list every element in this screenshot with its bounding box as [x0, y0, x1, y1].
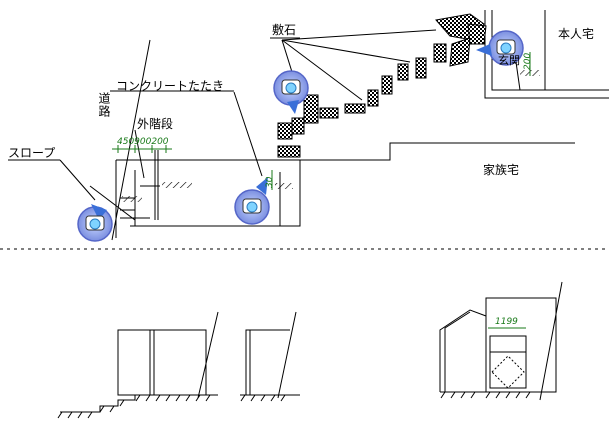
step-height-dimension: 30	[265, 176, 275, 188]
family-house-wall	[116, 142, 575, 161]
elevation-wall	[117, 329, 207, 396]
ground-ticks	[57, 391, 531, 419]
paving-stone	[277, 122, 293, 140]
paving-stone	[433, 43, 447, 63]
leader-line	[281, 39, 293, 73]
stairs-dimension: 450900200	[117, 137, 169, 147]
camera-icon	[234, 177, 270, 225]
elevation-roof	[439, 309, 487, 392]
hatch-bar	[162, 182, 192, 188]
road-label: 道路	[97, 92, 111, 118]
hatch-bar	[275, 183, 293, 189]
road-edge-line	[111, 39, 151, 241]
entrance-door	[489, 335, 527, 389]
dimension-lines	[112, 52, 531, 190]
main-house-wall-inner	[491, 10, 609, 91]
entrance-step-dimension: 200	[523, 52, 533, 70]
leader-line	[281, 39, 411, 63]
break-line	[197, 311, 219, 399]
camera-icon	[476, 30, 524, 66]
outer-stairs-label: 外階段	[137, 117, 174, 131]
leader-line	[59, 159, 96, 201]
leader-line	[233, 91, 263, 177]
leader-line	[281, 39, 363, 101]
elevation-width-dimension: 1199	[495, 317, 518, 327]
paving-stone	[277, 145, 301, 158]
paving-stone	[291, 117, 305, 135]
paving-stones	[277, 13, 487, 158]
paving-stone	[344, 103, 366, 114]
leader-line	[134, 129, 145, 179]
camera-icon	[273, 70, 309, 114]
paving-stone	[303, 94, 319, 124]
concrete-label: コンクリートたたき	[116, 79, 225, 93]
paving-stone	[415, 57, 427, 79]
paving-stones-label: 敷石	[272, 23, 297, 37]
break-line	[277, 311, 297, 399]
family-house-lower	[130, 160, 301, 227]
family-house-label: 家族宅	[483, 163, 520, 177]
slope-line	[89, 185, 136, 221]
slope-label: スロープ	[8, 146, 56, 160]
paving-stone	[319, 107, 339, 119]
main-house-label: 本人宅	[558, 27, 595, 41]
paving-stone	[381, 75, 393, 95]
ground-line	[60, 394, 218, 413]
elevation-view	[60, 281, 563, 413]
break-line	[539, 281, 563, 401]
leader-line	[281, 29, 437, 41]
hatch-bar	[122, 196, 142, 202]
elevation-roof-inner	[444, 311, 471, 392]
paving-stone	[467, 23, 487, 45]
door-panel	[491, 355, 525, 389]
camera-icon	[77, 204, 113, 242]
elevation-wall	[245, 329, 290, 395]
leader-lines	[8, 29, 437, 201]
elevation-house	[485, 297, 557, 393]
paving-stone	[397, 63, 409, 81]
paving-stone	[367, 89, 379, 107]
ground-hatch	[57, 391, 531, 419]
paving-stone	[449, 37, 471, 67]
entrance-label: 玄関	[498, 54, 520, 67]
